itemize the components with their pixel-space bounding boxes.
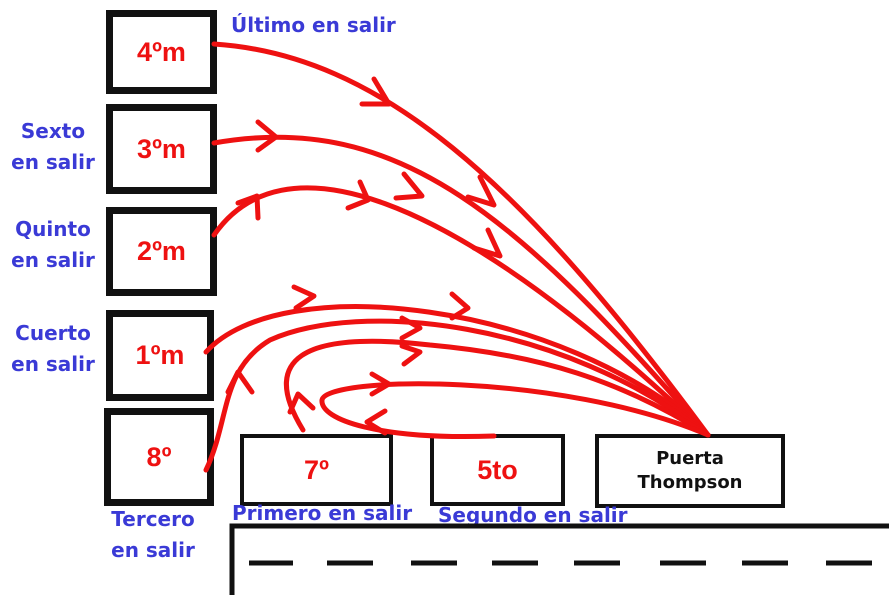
arrow-head-1m-b (449, 291, 471, 321)
arrow-head-8-a (225, 369, 255, 395)
note-primero: Primero en salir (232, 501, 413, 525)
box-label-3m: 3ºm (137, 133, 186, 164)
box-label-8: 8º (146, 441, 172, 472)
road-outline (229, 523, 889, 595)
arrow-head-3m-a (255, 119, 279, 153)
note-sexto-line2: en salir (11, 150, 95, 174)
arrow-path-5to (319, 381, 711, 439)
arrow-head-8-b (399, 315, 423, 341)
note-cuerto-line2: en salir (11, 352, 95, 376)
door-box-puerta-thompson: Puerta Thompson (595, 434, 785, 508)
arrow-head-7-b (399, 343, 423, 367)
note-quinto-line1: Quinto (15, 217, 91, 241)
parking-box-2m: 2ºm (106, 207, 217, 296)
arrow-head-1m-a (291, 284, 317, 311)
door-label-line1: Puerta (656, 448, 724, 469)
parking-box-4m: 4ºm (106, 10, 217, 94)
arrow-path-7 (284, 338, 711, 438)
note-quinto: Quinto en salir (6, 214, 100, 276)
note-segundo: Segundo en salir (438, 503, 628, 527)
box-label-1m: 1ºm (135, 340, 185, 370)
parking-box-5to: 5to (430, 434, 565, 506)
arrow-path-3m (211, 134, 711, 438)
parking-box-3m: 3ºm (106, 104, 217, 194)
note-tercero-line1: Tercero (111, 507, 195, 531)
arrow-head-4m-a (359, 76, 392, 107)
box-label-5to: 5to (477, 454, 518, 485)
parking-box-7: 7º (240, 434, 393, 506)
note-quinto-line2: en salir (11, 248, 95, 272)
parking-box-8: 8º (104, 408, 214, 506)
arrow-head-2m-b (345, 179, 371, 211)
arrow-path-4m (211, 41, 711, 438)
arrow-path-2m (211, 185, 711, 438)
arrow-head-5to-a (364, 408, 388, 436)
note-cuerto-line1: Cuerto (15, 321, 91, 345)
arrow-head-4m-b (465, 174, 497, 208)
arrow-head-5to-b (369, 371, 392, 397)
arrow-head-3m-b (393, 171, 425, 201)
note-sexto-line1: Sexto (20, 119, 86, 143)
arrow-head-7-a (287, 391, 316, 415)
box-label-2m: 2ºm (137, 236, 186, 266)
note-tercero-line2: en salir (111, 538, 195, 562)
box-label-4m: 4ºm (137, 36, 186, 67)
arrow-head-3m-c (471, 227, 503, 259)
parking-box-1m: 1ºm (106, 310, 214, 401)
door-label-line2: Thompson (637, 472, 743, 493)
note-sexto: Sexto en salir (6, 116, 100, 178)
arrow-head-2m-a (235, 193, 261, 221)
note-tercero: Tercero en salir (104, 504, 202, 566)
box-label-7: 7º (304, 454, 329, 485)
note-ultimo: Último en salir (231, 13, 396, 37)
arrow-path-1m (203, 304, 711, 438)
note-cuerto: Cuerto en salir (6, 318, 100, 380)
